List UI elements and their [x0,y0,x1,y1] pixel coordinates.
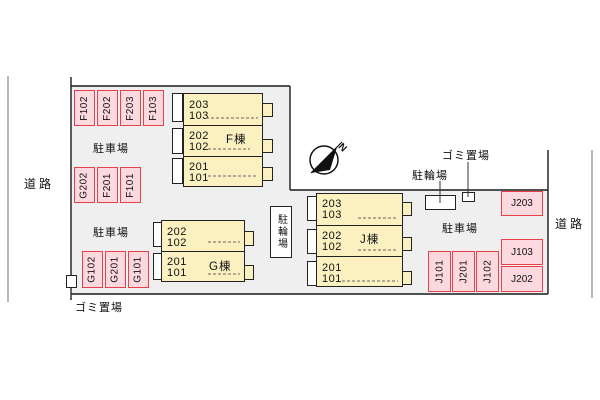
parking-spot-j203: J203 [501,191,543,216]
building-g-room-numbers: 201 101 [167,257,187,278]
site-boundary-lines [70,77,549,300]
building-f-room-numbers: 203 103 [189,100,209,121]
parking-spot-f101: F101 [120,167,141,203]
road-label-left: 道路 [24,177,55,191]
garbage-area-bottom-left-box [66,275,77,288]
building-j-room-numbers: 201 101 [322,263,342,284]
room-number: 102 [322,240,342,253]
compass-needle [311,147,337,173]
building-f-balcony-tab [262,167,273,181]
building-j-room-numbers: 203 103 [322,199,342,220]
parking-spot-g102: G102 [82,251,103,288]
parking-lot-label-top-left: 駐車場 [93,143,129,155]
building-g-room-numbers: 202 102 [167,227,187,248]
building-j-name: J棟 [360,234,380,246]
parking-lot-label-right: 駐車場 [442,223,478,235]
room-number: 101 [322,272,342,285]
room-number: 201 [189,161,209,173]
building-j-balcony-tab [402,271,412,285]
building-j-balcony-tab [402,202,412,216]
parking-spot-j201: J201 [452,251,475,292]
north-compass: N [309,141,349,175]
building-g-balcony-tab [244,231,254,246]
building-f [183,93,263,187]
building-f-porch [172,93,183,122]
building-f-balcony-tab [262,139,273,153]
room-number: 202 [322,230,342,242]
parking-spot-j202: J202 [501,266,543,292]
building-f-room-numbers: 201 101 [189,162,209,183]
parking-spot-j102: J102 [476,251,499,292]
building-j [316,193,403,287]
parking-spot-j103: J103 [501,239,543,265]
parking-spot-f103: F103 [143,90,164,126]
parking-spot-j101: J101 [428,251,451,292]
parking-lot-label-mid-left: 駐車場 [93,227,129,239]
room-number: 201 [322,262,342,274]
building-f-floor-divider [184,125,262,126]
room-number: 201 [167,256,187,268]
room-number: 202 [189,130,209,142]
parking-spot-g202: G202 [74,167,95,203]
building-f-floor-divider [184,156,262,157]
garbage-area-bottom-left-label: ゴミ置場 [75,302,123,314]
room-number: 101 [167,266,187,279]
building-f-room-numbers: 202 102 [189,131,209,152]
parking-spot-f202: F202 [97,90,118,126]
room-number: 103 [322,208,342,221]
parking-spot-label: J203 [511,198,533,209]
compass-north-letter: N [336,141,349,154]
garbage-area-right-label: ゴミ置場 [442,150,490,162]
room-number: 103 [189,109,209,122]
building-j-floor-divider [317,225,402,226]
building-g-name: G棟 [209,261,232,273]
building-j-balcony-tab [402,237,412,251]
room-number: 102 [167,236,187,249]
building-f-porch [172,128,183,154]
bicycle-parking-center-label: 駐輪場 [275,214,287,250]
leader-lines [70,162,469,298]
road-edge-lines [7,76,593,302]
room-number: 101 [189,171,209,184]
parking-spot-g101: G101 [128,251,149,288]
bicycle-parking-center-box: 駐輪場 [270,206,292,258]
parking-spot-f102: F102 [74,90,95,126]
parking-spot-f203: F203 [120,90,141,126]
building-f-porch [172,158,183,184]
building-f-name: F棟 [226,134,247,146]
room-number: 102 [189,140,209,153]
building-g [161,220,245,282]
bicycle-parking-right-label: 駐輪場 [412,170,448,182]
parking-spot-label: J202 [511,273,533,285]
building-f-balcony-tab [262,103,273,117]
building-g-floor-divider [162,251,244,252]
room-number: 203 [189,99,209,111]
parking-spot-label: J103 [511,246,533,258]
road-label-right: 道路 [555,217,586,231]
building-g-balcony-tab [244,265,254,280]
building-j-room-numbers: 202 102 [322,231,342,252]
parking-spot-f201: F201 [97,167,118,203]
balcony-dashed-lines [206,117,398,282]
room-number: 203 [322,198,342,210]
building-j-floor-divider [317,256,402,257]
room-number: 202 [167,226,187,238]
parking-spot-g201: G201 [105,251,126,288]
